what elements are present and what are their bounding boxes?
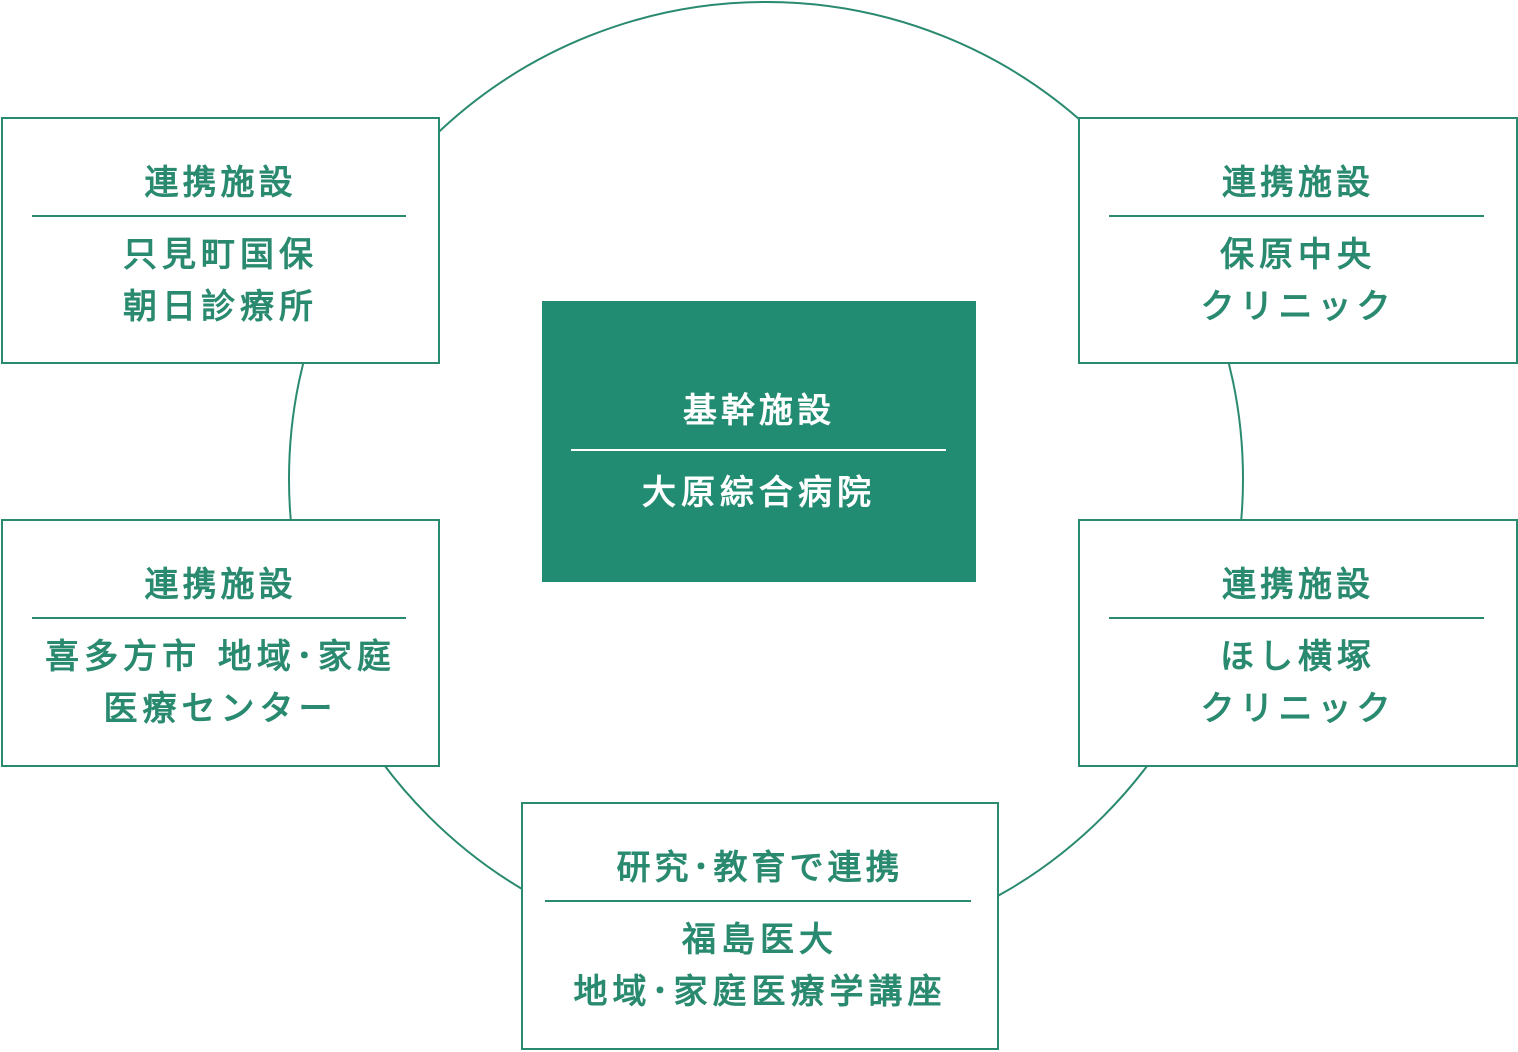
- partner-divider: [32, 215, 406, 217]
- research-role: 研究･教育で連携: [616, 848, 904, 888]
- core-facility-box: 基幹施設 大原綜合病院: [542, 301, 976, 582]
- partner-role: 連携施設: [1222, 163, 1374, 203]
- partner-name-line2: 朝日診療所: [123, 287, 318, 327]
- research-name-line2: 地域･家庭医療学講座: [573, 972, 947, 1012]
- partner-name-line2: 医療センター: [103, 689, 338, 729]
- partner-facility-hoshi-yokotsuka: 連携施設 ほし横塚 クリニック: [1078, 519, 1518, 767]
- partner-role: 連携施設: [1222, 565, 1374, 605]
- partner-name-line2: クリニック: [1200, 287, 1396, 327]
- partner-facility-tadami: 連携施設 只見町国保 朝日診療所: [1, 117, 440, 364]
- partner-name-line1: 保原中央: [1220, 235, 1376, 275]
- partner-facility-hobara: 連携施設 保原中央 クリニック: [1078, 117, 1518, 364]
- partner-divider: [1109, 617, 1484, 619]
- partner-name-line1: ほし横塚: [1220, 637, 1376, 677]
- research-divider: [545, 900, 971, 902]
- core-facility-name: 大原綜合病院: [642, 473, 876, 513]
- partner-role: 連携施設: [144, 163, 297, 203]
- partner-divider: [32, 617, 406, 619]
- research-name-line1: 福島医大: [682, 920, 838, 960]
- partner-divider: [1109, 215, 1484, 217]
- core-facility-role: 基幹施設: [683, 391, 835, 431]
- partner-name-line2: クリニック: [1200, 689, 1396, 729]
- partner-name-line1: 只見町国保: [123, 235, 318, 275]
- core-facility-divider: [571, 449, 946, 451]
- partner-facility-kitakata: 連携施設 喜多方市 地域･家庭 医療センター: [1, 519, 440, 767]
- research-partner-box: 研究･教育で連携 福島医大 地域･家庭医療学講座: [521, 802, 999, 1050]
- partner-role: 連携施設: [144, 565, 297, 605]
- partner-name-line1: 喜多方市 地域･家庭: [45, 637, 396, 677]
